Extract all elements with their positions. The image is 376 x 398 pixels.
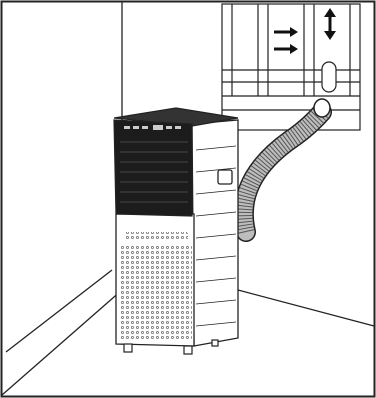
window [222,4,360,130]
intake-grille [120,245,192,341]
air-conditioner-unit [114,108,238,354]
window-adapter [314,99,330,117]
grille-pattern [124,232,188,240]
side-handle [218,170,232,184]
